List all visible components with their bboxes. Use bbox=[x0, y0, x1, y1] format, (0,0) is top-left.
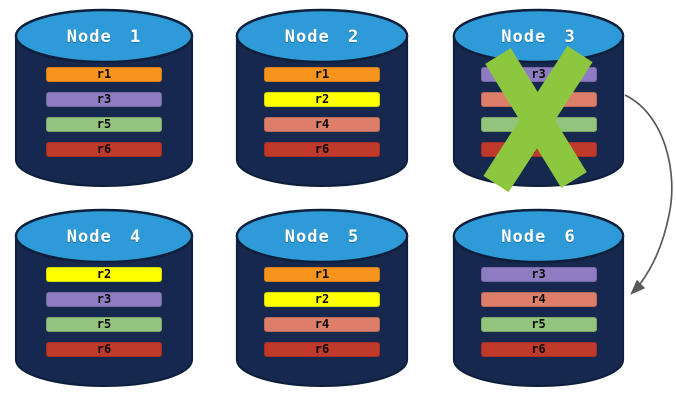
node-5: Node 5 r1 r2 r4 r6 bbox=[234, 206, 410, 390]
node-title: Node 4 bbox=[66, 227, 142, 247]
node-title: Node 2 bbox=[284, 27, 360, 47]
replica-bar-r2: r2 bbox=[264, 92, 380, 107]
replica-bar-r4: r4 bbox=[480, 292, 597, 307]
node-3: Node 3 r3 r4 r5 r6 bbox=[451, 6, 626, 193]
arrow-curve bbox=[624, 94, 673, 295]
cylinder-top bbox=[235, 208, 409, 264]
node-title: Node 1 bbox=[66, 27, 142, 47]
replica-bar-r6: r6 bbox=[264, 342, 380, 357]
cylinder-top bbox=[452, 208, 625, 264]
cylinder-top bbox=[14, 8, 194, 64]
replica-bar-r5: r5 bbox=[480, 317, 597, 332]
replica-bar-r3: r3 bbox=[46, 92, 162, 107]
replica-bar-r2: r2 bbox=[46, 267, 162, 282]
node-2: Node 2 r1 r2 r4 r6 bbox=[234, 6, 410, 190]
replica-bar-r1: r1 bbox=[264, 267, 380, 282]
cylinder-top bbox=[14, 208, 194, 264]
replica-bar-r1: r1 bbox=[46, 67, 162, 82]
replica-bar-r6: r6 bbox=[46, 342, 162, 357]
node-title: Node 3 bbox=[501, 27, 576, 47]
replica-bar-r6: r6 bbox=[46, 142, 162, 157]
replica-bar-r6: r6 bbox=[480, 342, 597, 357]
replica-bar-r4: r4 bbox=[264, 317, 380, 332]
failure-x-icon bbox=[483, 45, 593, 193]
failover-arrow-icon bbox=[624, 94, 673, 295]
cylinder-top bbox=[235, 8, 409, 64]
replica-bar-r5: r5 bbox=[46, 317, 162, 332]
node-1: Node 1 r1 r3 r5 r6 bbox=[13, 6, 195, 190]
cylinder-top bbox=[452, 8, 625, 64]
replica-bar-r6: r6 bbox=[264, 142, 380, 157]
replica-bar-r3: r3 bbox=[46, 292, 162, 307]
x-stroke bbox=[483, 45, 593, 193]
replica-bar-r2: r2 bbox=[264, 292, 380, 307]
node-title: Node 6 bbox=[501, 227, 576, 247]
replica-bar-r1: r1 bbox=[264, 67, 380, 82]
replica-bar-r4: r4 bbox=[264, 117, 380, 132]
node-title: Node 5 bbox=[284, 227, 360, 247]
replica-bar-r3: r3 bbox=[480, 267, 597, 282]
node-4: Node 4 r2 r3 r5 r6 bbox=[13, 206, 195, 390]
replica-bar-r5: r5 bbox=[46, 117, 162, 132]
node-6: Node 6 r3 r4 r5 r6 bbox=[451, 206, 626, 390]
